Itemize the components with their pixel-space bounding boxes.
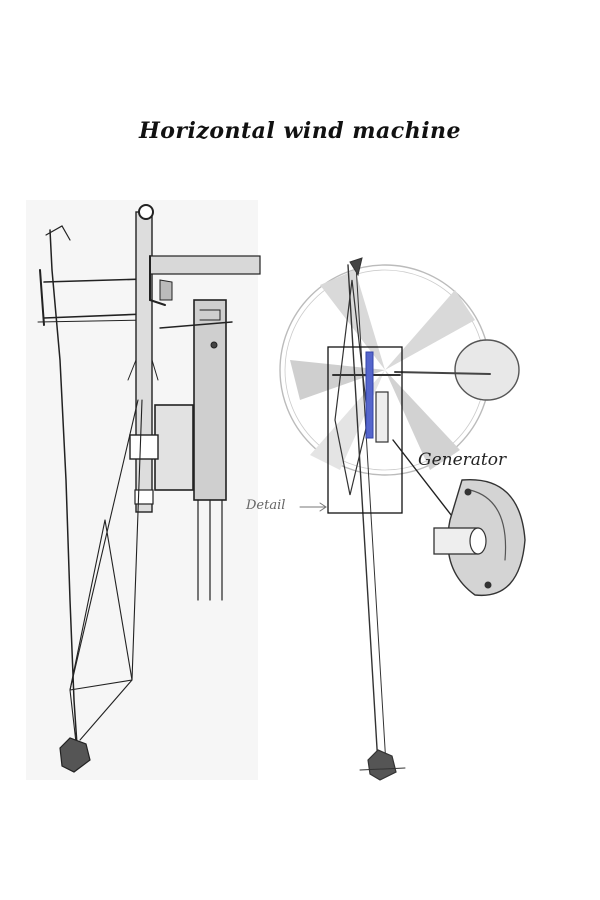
- belt-drive: [159, 299, 233, 601]
- generator-disc-closeup: [129, 404, 194, 505]
- generator-detail-drawing: [433, 478, 526, 597]
- tail-vane: [394, 339, 520, 401]
- left-base-anchor: [59, 737, 91, 773]
- generator-leader: [392, 439, 456, 521]
- detail-box: [327, 346, 403, 514]
- generator-label: Generator: [418, 450, 507, 470]
- top-vane: [149, 255, 261, 306]
- generator-highlight: [365, 351, 389, 443]
- rotor-blades: [290, 270, 475, 470]
- left-closeup-sketch: [26, 200, 261, 780]
- horizontal-arm: [37, 269, 151, 326]
- right-full-view: [279, 257, 526, 781]
- mast: [347, 257, 387, 766]
- right-base-anchor: [367, 749, 397, 781]
- page-title: Horizontal wind machine: [138, 118, 462, 144]
- left-pole-edge: [49, 229, 79, 761]
- detail-label: Detail: [246, 498, 286, 513]
